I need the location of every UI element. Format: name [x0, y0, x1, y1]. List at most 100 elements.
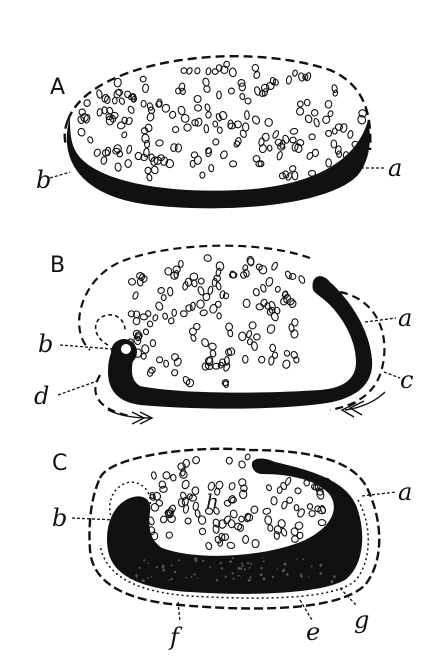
cell: [223, 362, 231, 372]
cell: [125, 117, 133, 126]
panel-a: A b a: [36, 55, 402, 209]
cell: [330, 139, 338, 149]
cell: [193, 94, 202, 104]
cell: [80, 113, 89, 122]
cell: [290, 350, 298, 359]
speckle: [248, 567, 250, 569]
cell: [331, 127, 338, 135]
speckle: [296, 558, 298, 560]
speckle: [335, 582, 338, 584]
cell: [171, 353, 179, 362]
speckle: [330, 580, 334, 584]
cell: [219, 290, 226, 299]
cell: [227, 519, 236, 529]
panel-c-leader-e: [299, 599, 313, 621]
speckle: [307, 576, 310, 578]
cell: [298, 72, 305, 82]
cell: [174, 143, 183, 153]
cell: [281, 500, 288, 510]
cell: [197, 277, 205, 285]
speckle: [250, 563, 253, 566]
cell: [163, 359, 170, 368]
panel-b-label-a: a: [398, 304, 412, 332]
cell: [149, 492, 156, 499]
cell: [140, 99, 147, 108]
cell: [144, 123, 153, 133]
cell: [358, 109, 367, 118]
cell: [194, 509, 201, 518]
speckle: [259, 573, 263, 577]
cell: [158, 480, 167, 489]
cell: [214, 300, 222, 308]
cell: [246, 338, 253, 346]
cell: [316, 488, 324, 496]
cell: [152, 314, 159, 322]
cell: [168, 504, 176, 514]
speckle: [185, 576, 188, 579]
cell: [114, 162, 122, 172]
cell: [205, 111, 212, 119]
cell: [171, 126, 180, 134]
cell: [193, 155, 202, 165]
cell: [113, 77, 122, 88]
panel-a-outline: [66, 55, 372, 151]
cell: [177, 105, 186, 116]
cell: [138, 273, 146, 281]
speckle: [333, 575, 336, 578]
cell: [146, 173, 153, 182]
speckle: [219, 561, 222, 565]
cell: [215, 267, 222, 277]
cell: [157, 286, 165, 295]
cell: [244, 110, 250, 121]
cell: [199, 171, 206, 179]
cell: [196, 299, 205, 309]
cell: [118, 97, 126, 105]
cell: [223, 515, 231, 525]
speckle: [300, 575, 303, 578]
cell: [131, 95, 138, 103]
cell: [242, 122, 250, 132]
panel-c-label-h: h: [206, 489, 219, 513]
cell: [116, 121, 126, 130]
cell: [238, 82, 246, 92]
cell: [272, 78, 279, 86]
speckle: [229, 560, 232, 563]
panel-b-leader-d: [57, 379, 101, 396]
cell: [242, 535, 250, 544]
cell: [314, 505, 322, 513]
cell: [227, 119, 234, 130]
cell: [255, 160, 263, 168]
cell: [134, 151, 143, 161]
cell: [191, 119, 199, 127]
speckle: [193, 573, 196, 576]
speckle: [202, 559, 205, 563]
cell: [273, 530, 280, 540]
speckle: [286, 573, 289, 576]
cell: [334, 145, 342, 155]
cell: [202, 292, 211, 302]
cell: [215, 113, 222, 122]
cell: [170, 473, 177, 482]
cell: [180, 67, 188, 74]
cell: [223, 356, 230, 366]
panel-b-leader-a: [364, 317, 397, 323]
cell: [213, 274, 222, 282]
panel-b-dark-layer: [108, 276, 373, 409]
cell: [189, 301, 196, 312]
panel-c-label-e: e: [306, 618, 320, 646]
cell: [284, 476, 292, 486]
cell: [147, 526, 156, 536]
speckle: [146, 577, 149, 580]
cell: [298, 275, 306, 284]
cell: [191, 486, 200, 496]
cell: [290, 527, 299, 536]
cell: [229, 160, 238, 168]
cell: [303, 98, 311, 107]
cell: [142, 83, 149, 94]
cell: [171, 308, 177, 317]
cell: [252, 288, 260, 297]
cell: [270, 311, 279, 322]
cell: [258, 355, 266, 364]
cell: [266, 308, 274, 316]
speckle: [310, 565, 313, 568]
